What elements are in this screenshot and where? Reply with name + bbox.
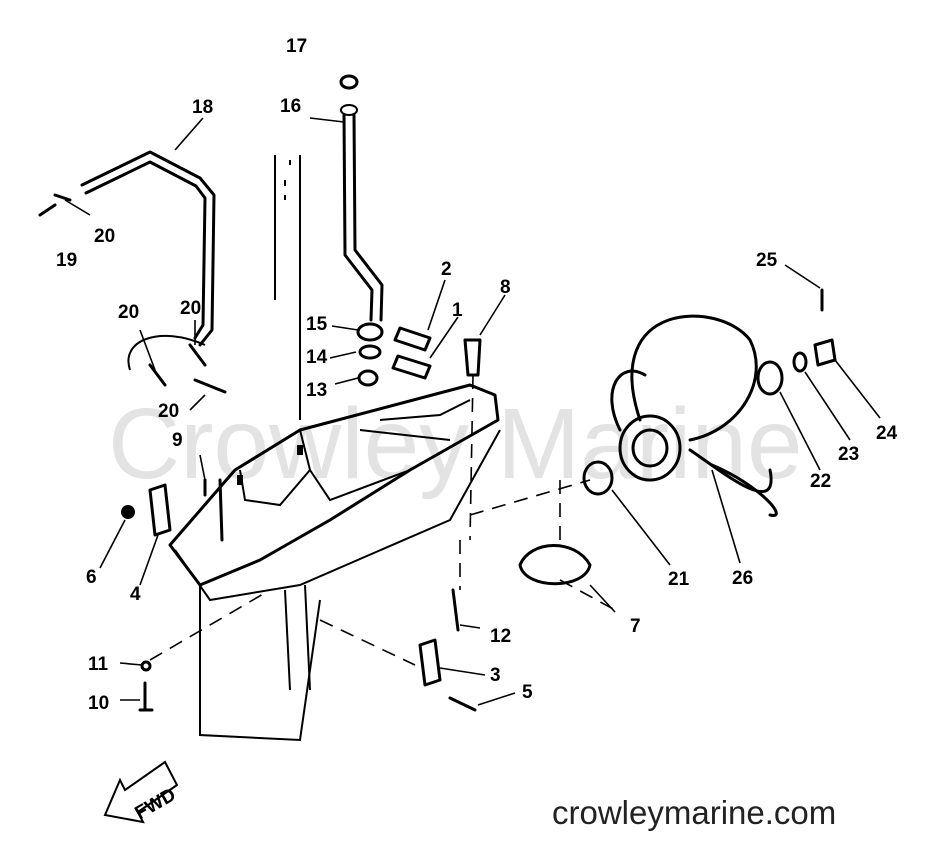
site-url: crowleymarine.com bbox=[552, 794, 837, 831]
callout-16: 16 bbox=[280, 96, 301, 117]
bolt-8 bbox=[463, 338, 482, 541]
lower-casing bbox=[168, 155, 501, 742]
callout-25: 25 bbox=[756, 250, 778, 271]
callout-9: 9 bbox=[172, 430, 183, 451]
assembly-lines bbox=[149, 479, 591, 666]
callout-10: 10 bbox=[88, 693, 109, 714]
callout-20-b: 20 bbox=[118, 302, 139, 323]
grommet-stack bbox=[356, 322, 384, 387]
callout-5: 5 bbox=[522, 682, 533, 703]
callout-6: 6 bbox=[86, 567, 97, 588]
callout-19: 19 bbox=[56, 250, 77, 271]
plates bbox=[391, 326, 432, 380]
callout-2: 2 bbox=[441, 259, 452, 280]
callout-24: 24 bbox=[876, 423, 898, 444]
callout-11: 11 bbox=[88, 654, 109, 675]
fasteners bbox=[138, 478, 477, 712]
callout-4: 4 bbox=[130, 584, 141, 605]
callout-8: 8 bbox=[500, 277, 511, 298]
water-pipe bbox=[339, 74, 384, 322]
callout-12: 12 bbox=[490, 626, 511, 647]
callout-7: 7 bbox=[630, 616, 641, 637]
callout-14: 14 bbox=[306, 347, 328, 368]
callout-20-c: 20 bbox=[180, 298, 201, 319]
anodes bbox=[121, 483, 442, 687]
trim-tab bbox=[518, 544, 616, 611]
callout-21: 21 bbox=[668, 569, 690, 590]
callout-20-a: 20 bbox=[94, 226, 115, 247]
callout-22: 22 bbox=[810, 471, 831, 492]
callouts: 1 2 3 4 5 6 7 8 9 10 11 12 13 14 15 16 1… bbox=[56, 36, 898, 714]
prop-hardware bbox=[756, 288, 837, 396]
callout-23: 23 bbox=[838, 444, 859, 465]
callout-18: 18 bbox=[192, 97, 213, 118]
leader-lines bbox=[64, 117, 881, 706]
callout-3: 3 bbox=[490, 665, 501, 686]
fwd-arrow-icon: FWD bbox=[103, 760, 180, 824]
callout-26: 26 bbox=[732, 568, 753, 589]
fwd-label: FWD bbox=[132, 784, 180, 824]
callout-17: 17 bbox=[286, 36, 307, 57]
callout-15: 15 bbox=[306, 314, 328, 335]
hose bbox=[80, 150, 216, 371]
callout-20-d: 20 bbox=[158, 401, 179, 422]
hose-clips bbox=[38, 193, 227, 394]
callout-1: 1 bbox=[452, 300, 463, 321]
callout-13: 13 bbox=[306, 380, 327, 401]
propeller bbox=[582, 314, 778, 517]
